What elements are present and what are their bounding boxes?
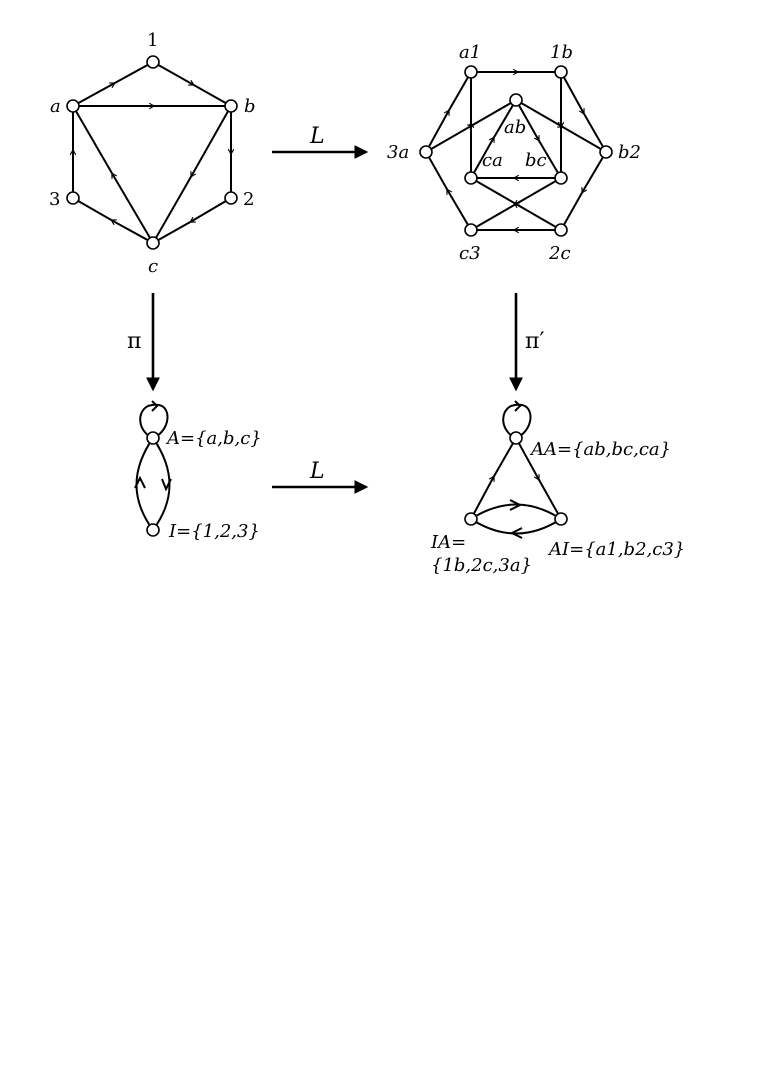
label-1: 1 <box>147 30 158 51</box>
label-A: A={a,b,c} <box>165 428 262 449</box>
edge-b-c <box>152 105 232 244</box>
label-3: 3 <box>49 189 60 210</box>
label-b2: b2 <box>618 142 641 163</box>
arrow-I-A <box>134 475 146 489</box>
label-ab: ab <box>504 117 526 138</box>
node-I <box>146 523 160 537</box>
node-b2 <box>599 145 613 159</box>
label-L-bottom: L <box>309 459 325 484</box>
node-IA <box>464 512 478 526</box>
label-2: 2 <box>243 189 254 210</box>
node-1b <box>554 65 568 79</box>
edge-3a-a1 <box>425 71 472 153</box>
quotient-lg: AA={ab,bc,ca} AI={a1,b2,c3} IA= {1b,2c,3… <box>430 400 685 576</box>
edge-AA-AI <box>515 437 562 520</box>
maps: L π π′ L <box>127 124 544 494</box>
label-2c: 2c <box>548 243 571 264</box>
label-AI: AI={a1,b2,c3} <box>547 539 685 560</box>
edge-IA-AA <box>470 437 517 520</box>
label-AA: AA={ab,bc,ca} <box>529 439 671 460</box>
edge-c3-3a <box>425 151 472 231</box>
edge-I-A <box>135 437 154 531</box>
edge-1b-b2 <box>560 71 607 153</box>
label-1b: 1b <box>550 42 573 63</box>
label-ca: ca <box>482 150 503 171</box>
edge-AI-IA <box>470 518 562 535</box>
node-c <box>146 236 160 250</box>
node-2c <box>554 223 568 237</box>
node-3a <box>419 145 433 159</box>
node-A <box>146 431 160 445</box>
edge-2c-ca <box>470 177 562 231</box>
edge-a-1 <box>72 61 154 107</box>
label-b: b <box>244 96 256 117</box>
edge-c-3 <box>72 197 154 244</box>
node-1 <box>146 55 160 69</box>
node-AA <box>509 431 523 445</box>
quotient-g: A={a,b,c} I={1,2,3} <box>134 400 262 542</box>
label-IA-line2: {1b,2c,3a} <box>431 555 532 576</box>
graph-lg: a1 1b b2 2c c3 3a ab bc ca <box>387 42 641 264</box>
label-pi-prime: π′ <box>525 329 544 354</box>
edge-b2-2c <box>560 151 607 231</box>
node-3 <box>66 191 80 205</box>
edge-ca-ab <box>470 99 517 179</box>
label-I: I={1,2,3} <box>168 521 260 542</box>
edge-1-b <box>152 61 232 107</box>
loop-AA-arrow <box>514 400 522 412</box>
node-AI <box>554 512 568 526</box>
node-a1 <box>464 65 478 79</box>
arrow-AI-IA <box>509 527 523 539</box>
graph-g: 1 a b 2 c 3 <box>49 30 256 277</box>
edge-A-I <box>152 437 171 531</box>
label-a: a <box>50 96 61 117</box>
label-L-top: L <box>309 124 325 149</box>
node-ab <box>509 93 523 107</box>
label-bc: bc <box>525 150 547 171</box>
node-c3 <box>464 223 478 237</box>
node-2 <box>224 191 238 205</box>
loop-A-arrow <box>151 400 159 412</box>
edge-IA-AI <box>470 503 562 520</box>
label-c3: c3 <box>459 243 481 264</box>
label-c: c <box>148 256 158 277</box>
node-bc <box>554 171 568 185</box>
edge-2-c <box>152 197 232 244</box>
label-3a: 3a <box>387 142 409 163</box>
arrow-IA-AI <box>509 499 523 511</box>
label-a1: a1 <box>459 42 481 63</box>
arrow-A-I <box>161 478 172 492</box>
node-ca <box>464 171 478 185</box>
label-pi: π <box>127 329 141 354</box>
node-b <box>224 99 238 113</box>
node-a <box>66 99 80 113</box>
label-IA-line1: IA= <box>430 532 466 553</box>
edge-c-a <box>72 105 154 244</box>
edge-ab-bc <box>515 99 562 179</box>
